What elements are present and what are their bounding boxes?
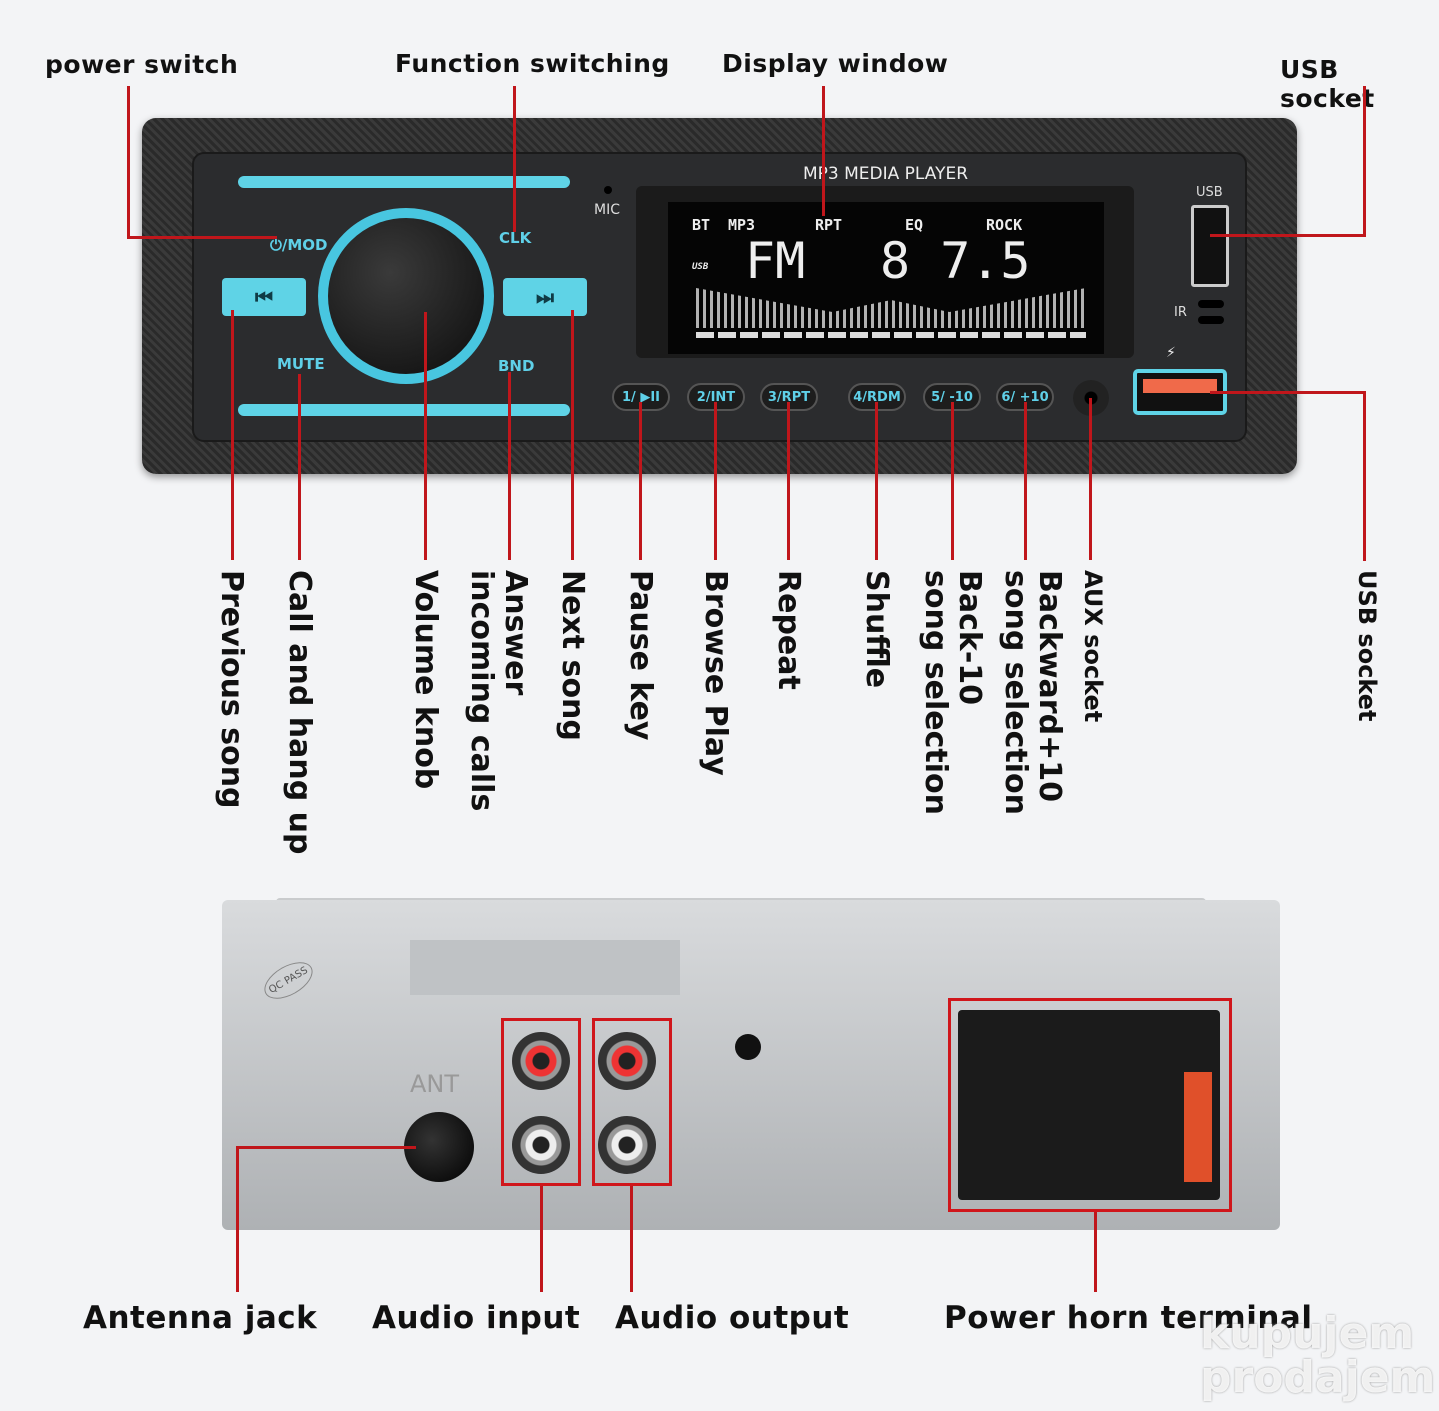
charge-icon: ⚡: [1166, 345, 1176, 361]
lcd-usb: USB: [692, 262, 709, 272]
label-back-10: Back-10 song selection: [918, 570, 987, 815]
audio-input-red[interactable]: [512, 1032, 570, 1090]
label-call-hang-up: Call and hang up: [282, 570, 317, 855]
lcd-rpt: RPT: [815, 216, 843, 234]
label-usb-socket-side: USB socket: [1353, 570, 1381, 722]
label-repeat: Repeat: [771, 570, 806, 690]
label-next-song: Next song: [555, 570, 590, 741]
mic-hole: [604, 186, 612, 194]
next-button[interactable]: ⏭: [503, 278, 587, 316]
volume-knob[interactable]: [318, 208, 494, 384]
preset-button-5[interactable]: 5/ -10: [923, 383, 981, 411]
lcd-eq: EQ: [905, 216, 924, 234]
audio-output-white[interactable]: [598, 1116, 656, 1174]
lcd-mp3: MP3: [728, 216, 756, 234]
light-bar-bottom: [238, 404, 570, 416]
label-antenna-jack: Antenna jack: [83, 1300, 318, 1336]
label-pause-key: Pause key: [623, 570, 658, 741]
audio-input-highlight: [501, 1018, 581, 1186]
iso-connector[interactable]: [958, 1010, 1220, 1200]
rear-vent: [410, 940, 680, 995]
ir-label: IR: [1174, 305, 1187, 320]
label-browse-play: Browse Play: [698, 570, 733, 776]
lcd-level-bar: [696, 332, 1086, 338]
prev-button[interactable]: ⏮: [222, 278, 306, 316]
usb-label: USB: [1196, 185, 1223, 200]
watermark-logo: kupujem prodajem: [1200, 1308, 1436, 1403]
label-audio-output: Audio output: [615, 1300, 850, 1336]
brand-text: MP3 MEDIA PLAYER: [803, 164, 969, 184]
usb-port-insert: [1143, 379, 1217, 393]
label-aux-socket: AUX socket: [1079, 570, 1107, 723]
bnd-button[interactable]: BND: [498, 357, 535, 375]
label-usb-socket: USB socket: [1280, 55, 1375, 113]
ant-label: ANT: [410, 1070, 460, 1098]
label-function-switching: Function switching: [395, 49, 670, 78]
mount-hole: [735, 1034, 761, 1060]
mod-button[interactable]: ⏻/MOD: [270, 236, 328, 254]
label-answer-calls: Answer incoming calls: [464, 570, 533, 812]
label-display-window: Display window: [722, 49, 949, 78]
audio-input-white[interactable]: [512, 1116, 570, 1174]
lcd-band: FM: [745, 232, 806, 290]
label-audio-input: Audio input: [372, 1300, 581, 1336]
label-volume-knob: Volume knob: [408, 570, 443, 790]
audio-output-red[interactable]: [598, 1032, 656, 1090]
ir-sensor: [1198, 300, 1224, 308]
usb-port-top[interactable]: [1191, 205, 1229, 287]
audio-output-highlight: [592, 1018, 672, 1186]
lcd-bt: BT: [692, 216, 711, 234]
clk-button[interactable]: CLK: [499, 229, 532, 247]
label-backward-10: Backward+10 song selection: [998, 570, 1067, 815]
mute-button[interactable]: MUTE: [277, 355, 325, 373]
mic-label: MIC: [594, 202, 620, 218]
label-previous-song: Previous song: [214, 570, 249, 809]
ir-sensor-2: [1198, 316, 1224, 324]
power-terminal-highlight: [948, 998, 1232, 1212]
label-shuffle: Shuffle: [859, 570, 894, 689]
light-bar-top: [238, 176, 570, 188]
label-power-horn-terminal: Power horn terminal: [944, 1300, 1313, 1336]
lcd-screen: [668, 202, 1104, 354]
fuse: [1184, 1072, 1212, 1182]
label-power-switch: power switch: [45, 50, 239, 79]
lcd-frequency: 8 7.5: [880, 232, 1031, 290]
lcd-rock: ROCK: [986, 216, 1023, 234]
